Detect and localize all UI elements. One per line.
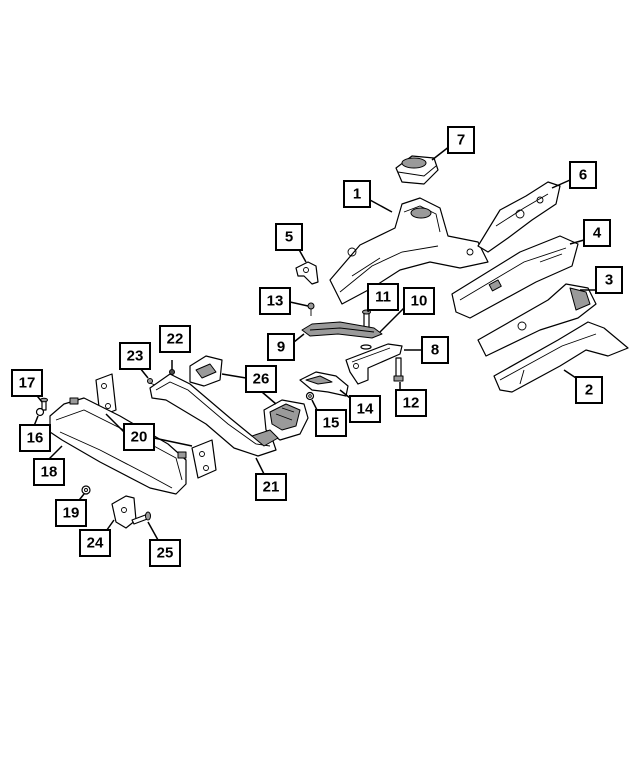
- leader-20-b: [153, 437, 193, 447]
- leader-13: [289, 301, 309, 307]
- callout-21-label: 21: [263, 479, 280, 496]
- leader-26-b: [261, 391, 277, 405]
- callout-24: 24: [79, 529, 111, 557]
- leader-1: [369, 199, 393, 213]
- callout-8: 8: [421, 336, 449, 364]
- callout-15-label: 15: [323, 415, 340, 432]
- leader-10: [379, 305, 407, 333]
- callout-23: 23: [119, 342, 151, 370]
- leader-18: [47, 445, 63, 461]
- part-21-bumper-beam: [149, 373, 279, 457]
- callout-4: 4: [583, 219, 611, 247]
- callout-13-label: 13: [267, 293, 284, 310]
- part-14-bracket-plate: [299, 371, 349, 397]
- callout-6: 6: [569, 161, 597, 189]
- leader-21: [255, 457, 265, 475]
- callout-1: 1: [343, 180, 371, 208]
- callout-11: 11: [367, 283, 399, 311]
- callout-16: 16: [19, 424, 51, 452]
- callout-17: 17: [11, 369, 43, 397]
- callout-5-label: 5: [285, 229, 293, 246]
- callout-18-label: 18: [41, 464, 58, 481]
- part-4-frame-rail: [451, 235, 579, 319]
- callout-25-label: 25: [157, 545, 174, 562]
- callout-9: 9: [267, 333, 295, 361]
- leader-2: [563, 369, 577, 379]
- part-2-lower-rail: [493, 321, 629, 393]
- callout-20: 20: [123, 423, 155, 451]
- callout-7-label: 7: [457, 132, 465, 149]
- callout-3-label: 3: [605, 272, 613, 289]
- part-23-screw: [147, 378, 156, 386]
- callout-18: 18: [33, 458, 65, 486]
- part-8-bracket: [345, 343, 403, 385]
- callout-14-label: 14: [357, 401, 374, 418]
- part-26-absorber: [189, 355, 309, 441]
- part-24-tow-bracket: [111, 495, 137, 529]
- callout-26: 26: [245, 365, 277, 393]
- callout-19-label: 19: [63, 505, 80, 522]
- part-1-front-apron: [329, 197, 489, 305]
- callout-14: 14: [349, 395, 381, 423]
- part-19-nut: [81, 485, 91, 495]
- leader-9: [293, 333, 305, 343]
- leader-4: [569, 239, 585, 245]
- callout-1-label: 1: [353, 186, 361, 203]
- callout-3: 3: [595, 266, 623, 294]
- callout-9-label: 9: [277, 339, 285, 356]
- callout-7: 7: [447, 126, 475, 154]
- part-25-tow-pin: [131, 511, 151, 525]
- part-7-strut-cap: [395, 155, 439, 185]
- part-15-nut: [305, 391, 315, 401]
- part-20-mounting-plate: [95, 373, 217, 479]
- part-6-rail-bracket: [477, 181, 561, 253]
- leader-25: [147, 521, 159, 541]
- leader-26-a: [221, 373, 247, 379]
- part-11-bolt: [362, 309, 371, 329]
- part-5-small-bracket: [295, 261, 319, 285]
- callout-22-label: 22: [167, 331, 184, 348]
- callout-21: 21: [255, 473, 287, 501]
- part-12-bolt: [393, 357, 404, 382]
- callout-10-label: 10: [411, 293, 428, 310]
- callout-24-label: 24: [87, 535, 104, 552]
- part-18-bumper-main: [49, 397, 187, 495]
- callout-4-label: 4: [593, 225, 602, 242]
- callout-23-label: 23: [127, 348, 144, 365]
- part-9-seal-strip: [301, 321, 383, 339]
- callout-19: 19: [55, 499, 87, 527]
- callout-16-label: 16: [27, 430, 44, 447]
- callout-6-label: 6: [579, 167, 587, 184]
- leader-6: [551, 179, 571, 189]
- leader-20-a: [105, 413, 125, 433]
- callout-12: 12: [395, 389, 427, 417]
- callout-17-label: 17: [19, 375, 36, 392]
- callout-2: 2: [575, 376, 603, 404]
- callout-20-label: 20: [131, 429, 148, 446]
- callout-10: 10: [403, 287, 435, 315]
- callout-12-label: 12: [403, 395, 420, 412]
- callout-8-label: 8: [431, 342, 439, 359]
- callout-25: 25: [149, 539, 181, 567]
- callout-11-label: 11: [375, 289, 391, 306]
- leader-14: [339, 389, 351, 399]
- part-16-nut: [35, 407, 45, 417]
- part-13-bolt: [307, 302, 315, 316]
- callout-22: 22: [159, 325, 191, 353]
- callout-2-label: 2: [585, 382, 593, 399]
- callout-15: 15: [315, 409, 347, 437]
- callout-26-label: 26: [253, 371, 270, 388]
- callout-5: 5: [275, 223, 303, 251]
- callout-13: 13: [259, 287, 291, 315]
